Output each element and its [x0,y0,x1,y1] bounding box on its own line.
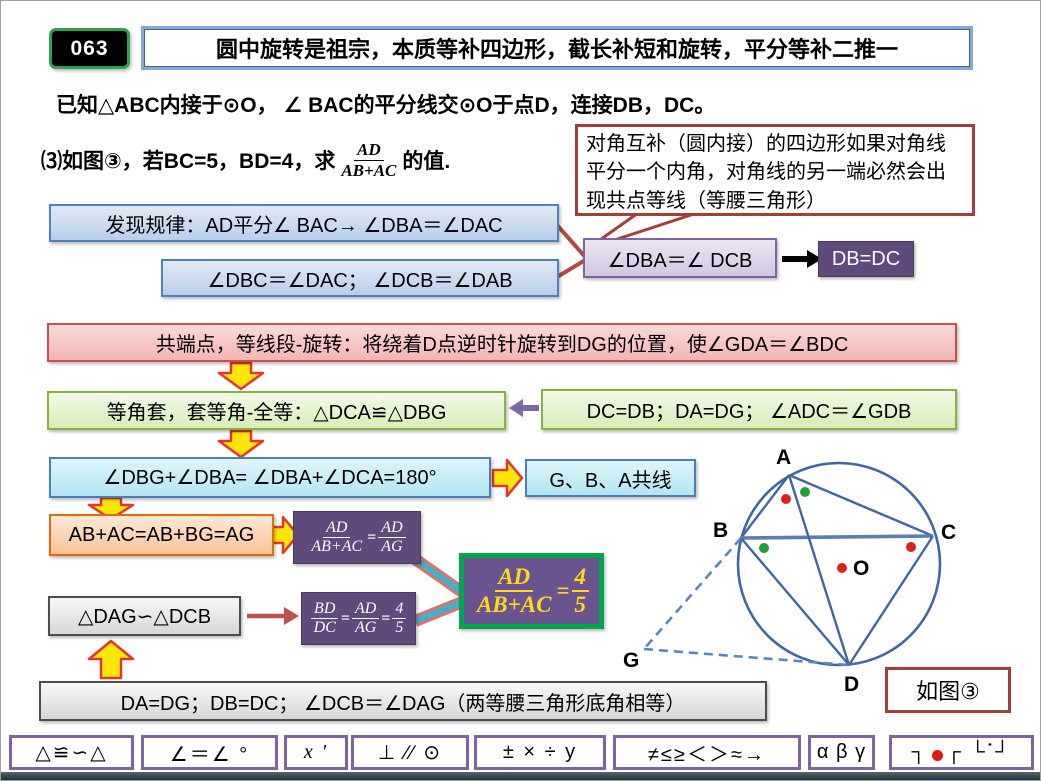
down-arrow-2 [217,429,265,459]
angle-equality-box: ∠DBA＝∠ DCB [583,238,777,278]
lesson-number: 063 [70,36,109,60]
similar-triangles-box: △DAG∽△DCB [48,596,241,636]
title-bar: 圆中旋转是祖宗，本质等补四边形，截长补短和旋转，平分等补二推一 [141,26,973,70]
rule-box: 发现规律：AD平分∠ BAC→ ∠DBA＝∠DAC [49,204,559,242]
rule2-box: ∠DBC＝∠DAC； ∠DCB＝∠DAB [161,259,559,297]
red-dot-marker [781,494,791,504]
down-arrow-3 [87,496,135,521]
red-arrow-head [284,607,299,625]
toolbar-cell-corners[interactable]: ┐ ┌ └˙┘ [889,735,1034,770]
question-fraction: AD AB+AC [341,140,397,180]
teal-connector-2 [413,597,467,625]
toolbar-cell-angles[interactable]: ∠＝∠ ° [141,735,278,770]
congruent-box: 等角套，套等角-全等：△DCA≌△DBG [47,391,506,430]
ratio1-right-fraction: AD AG [378,519,406,556]
black-arrow-head [807,250,822,268]
chord-ab [740,474,790,539]
red-dot-marker [906,542,916,552]
page-title: 圆中旋转是祖宗，本质等补四边形，截长补短和旋转，平分等补二推一 [215,37,898,62]
collinear-box: G、B、A共线 [525,459,696,497]
right-arrow-1 [491,458,524,498]
dashed-rotation-lines [643,537,850,667]
bottom-strip [1,772,1040,780]
teal-connector-1 [413,556,467,597]
figure-caption: 如图③ [916,679,980,704]
final-answer-box: AD AB+AC = 4 5 [459,553,604,629]
toolbar-cell-operators[interactable]: ± × ÷ y [474,735,606,770]
corner-symbol-left: ┐ [911,741,928,763]
answer-right-fraction: 4 5 [571,564,590,618]
angle-marker-dots [759,487,916,573]
up-arrow-1 [87,639,135,680]
ratio1-left-fraction: AD AB+AC [311,519,363,555]
red-dot-icon [931,750,943,761]
lesson-number-badge: 063 [49,28,130,69]
straight-angle-box: ∠DBG+∠DBA= ∠DBA+∠DCA=180° [49,457,491,498]
congruent-reason-box: DC=DB；DA=DG； ∠ADC＝∠GDB [541,389,957,430]
chord-bc [740,534,934,540]
green-dot-marker [800,487,810,497]
answer-left-fraction: AD AB+AC [476,564,552,617]
question-line: ⑶如图③，若BC=5，BD=4，求 AD AB+AC 的值. [41,133,450,187]
ratio2-box: BD DC = AD AG = 4 5 [301,592,416,645]
question-suffix: 的值. [402,150,451,173]
ratio1-box: AD AB+AC = AD AG [293,511,421,564]
question-prefix: ⑶如图③，若BC=5，BD=4，求 [41,150,336,173]
down-arrow-1 [217,361,265,391]
toolbar-cell-greek[interactable]: α β γ [808,735,875,770]
note-callout: 对角互补（圆内接）的四边形如果对角线平分一个内角，对角线的另一端必然会出现共点等… [575,124,975,216]
toolbar-cell-variable-x[interactable]: x ′ [284,735,348,770]
chord-bd [740,537,850,666]
green-dot-marker [759,543,769,553]
base-angles-box: DA=DG；DB=DC； ∠DCB＝∠DAG（两等腰三角形底角相等） [39,681,767,721]
dashed-bg [643,537,742,650]
figure-caption-box: 如图③ [885,667,1011,713]
db-dc-box: DB=DC [818,241,914,277]
dashed-gd [643,647,850,667]
triangle-chords [740,473,935,666]
corner-symbols-right: ┌ └˙┘ [946,741,1012,763]
purple-arrow-head [509,399,523,417]
chord-ad [787,474,851,666]
toolbar-cell-perp-parallel-circle[interactable]: ⊥ ∕∕ ⊙ [351,735,469,770]
toolbar-cell-comparisons[interactable]: ≠≤≥＜＞≈→ [613,735,801,770]
problem-given-text: 已知△ABC内接于⊙O， ∠ BAC的平分线交⊙O于点D，连接DB，DC。 [56,94,716,117]
center-dot-o [837,563,847,573]
note-text: 对角互补（圆内接）的四边形如果对角线平分一个内角，对角线的另一端必然会出现共点等… [586,133,946,212]
toolbar-cell-triangles[interactable]: △≌∽△ [9,735,134,770]
chord-ac [788,473,934,538]
segment-sum-box: AB+AC=AB+BG=AG [49,514,274,556]
chord-cd [847,535,935,666]
rotation-box: 共端点，等线段-旋转：将绕着D点逆时针旋转到DG的位置，使∠GDA＝∠BDC [47,323,957,362]
